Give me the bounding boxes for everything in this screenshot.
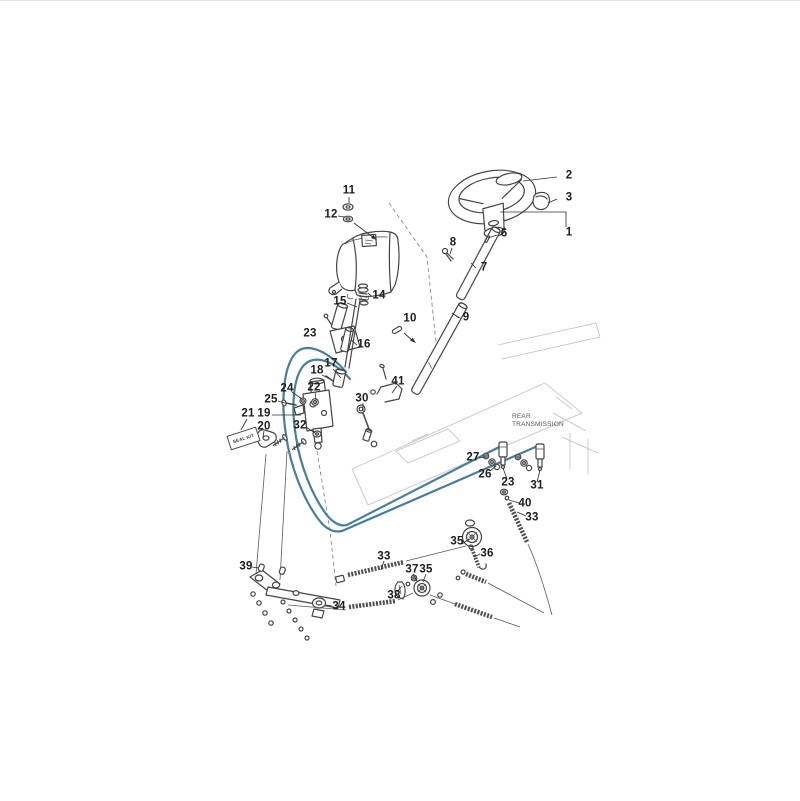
bolts-32 <box>272 430 322 451</box>
callout-15: 15 <box>333 295 347 308</box>
callout-23b: 23 <box>501 476 515 489</box>
callout-36: 36 <box>480 547 494 560</box>
construction-lines <box>316 202 439 587</box>
dashboard-cowl <box>328 230 400 301</box>
callout-35b: 35 <box>419 563 433 576</box>
callout-16: 16 <box>357 338 371 351</box>
transmission-cables-23 <box>282 346 542 533</box>
callout-26: 26 <box>478 468 492 481</box>
callout-22: 22 <box>307 381 321 394</box>
callout-20: 20 <box>257 420 271 433</box>
callout-8: 8 <box>449 236 457 249</box>
callout-41: 41 <box>391 375 405 388</box>
leader-lines <box>240 176 567 607</box>
callout-6: 6 <box>500 227 508 240</box>
ball-joint-34 <box>311 597 327 619</box>
callout-33b: 33 <box>377 550 391 563</box>
callout-14: 14 <box>372 289 386 302</box>
sector-gear-35-upper <box>461 519 483 548</box>
callout-34: 34 <box>332 600 346 613</box>
callout-21: 21 <box>241 407 255 420</box>
callout-12: 12 <box>324 208 338 221</box>
fasteners-22-24-25 <box>281 397 319 407</box>
upper-steering-shaft <box>441 226 501 301</box>
steering-plate-assembly <box>249 563 341 641</box>
chassis-outline-faint <box>351 322 601 506</box>
clamp-20 <box>256 429 277 448</box>
callout-32: 32 <box>293 419 307 432</box>
callout-27: 27 <box>466 451 480 464</box>
callout-39: 39 <box>239 560 253 573</box>
callout-23a: 23 <box>303 327 317 340</box>
callout-3: 3 <box>565 191 573 204</box>
callout-37: 37 <box>405 563 419 576</box>
bottom-tie-rods <box>287 592 521 628</box>
rear-transmission-line1: REAR <box>512 413 531 420</box>
rear-transmission-label: REAR TRANSMISSION <box>512 413 564 430</box>
washers-11-12 <box>342 203 377 240</box>
callout-19: 19 <box>257 407 271 420</box>
gear-35-lower <box>405 574 443 605</box>
callout-35a: 35 <box>450 535 464 548</box>
callout-25: 25 <box>264 393 278 406</box>
callout-17: 17 <box>324 357 338 370</box>
steering-knob <box>532 191 550 211</box>
callout-38: 38 <box>387 589 401 602</box>
bracket-41 <box>370 363 403 403</box>
bracket-38 <box>394 581 406 600</box>
callout-33a: 33 <box>525 511 539 524</box>
callout-9: 9 <box>462 311 470 324</box>
callout-7: 7 <box>480 261 488 274</box>
assembly-lines <box>255 450 288 581</box>
cotter-pin-8 <box>441 247 454 262</box>
callout-24: 24 <box>280 382 294 395</box>
callout-11: 11 <box>342 184 356 197</box>
steering-wheel-cap <box>495 172 523 186</box>
callout-18: 18 <box>310 364 324 377</box>
spring-36 <box>455 544 545 614</box>
callout-2: 2 <box>565 169 573 182</box>
spring-washer-stack-14 <box>357 283 369 306</box>
callout-30: 30 <box>355 392 369 405</box>
callout-31: 31 <box>530 479 544 492</box>
cable-end-fittings <box>482 441 545 472</box>
spring-rod-40-33 <box>499 488 553 616</box>
shaft-pin-10 <box>391 325 403 335</box>
rear-transmission-line2: TRANSMISSION <box>512 421 564 429</box>
callout-1: 1 <box>565 226 573 239</box>
callout-10: 10 <box>403 312 417 325</box>
callout-40: 40 <box>518 497 532 510</box>
tie-rod-33-left <box>335 545 467 584</box>
